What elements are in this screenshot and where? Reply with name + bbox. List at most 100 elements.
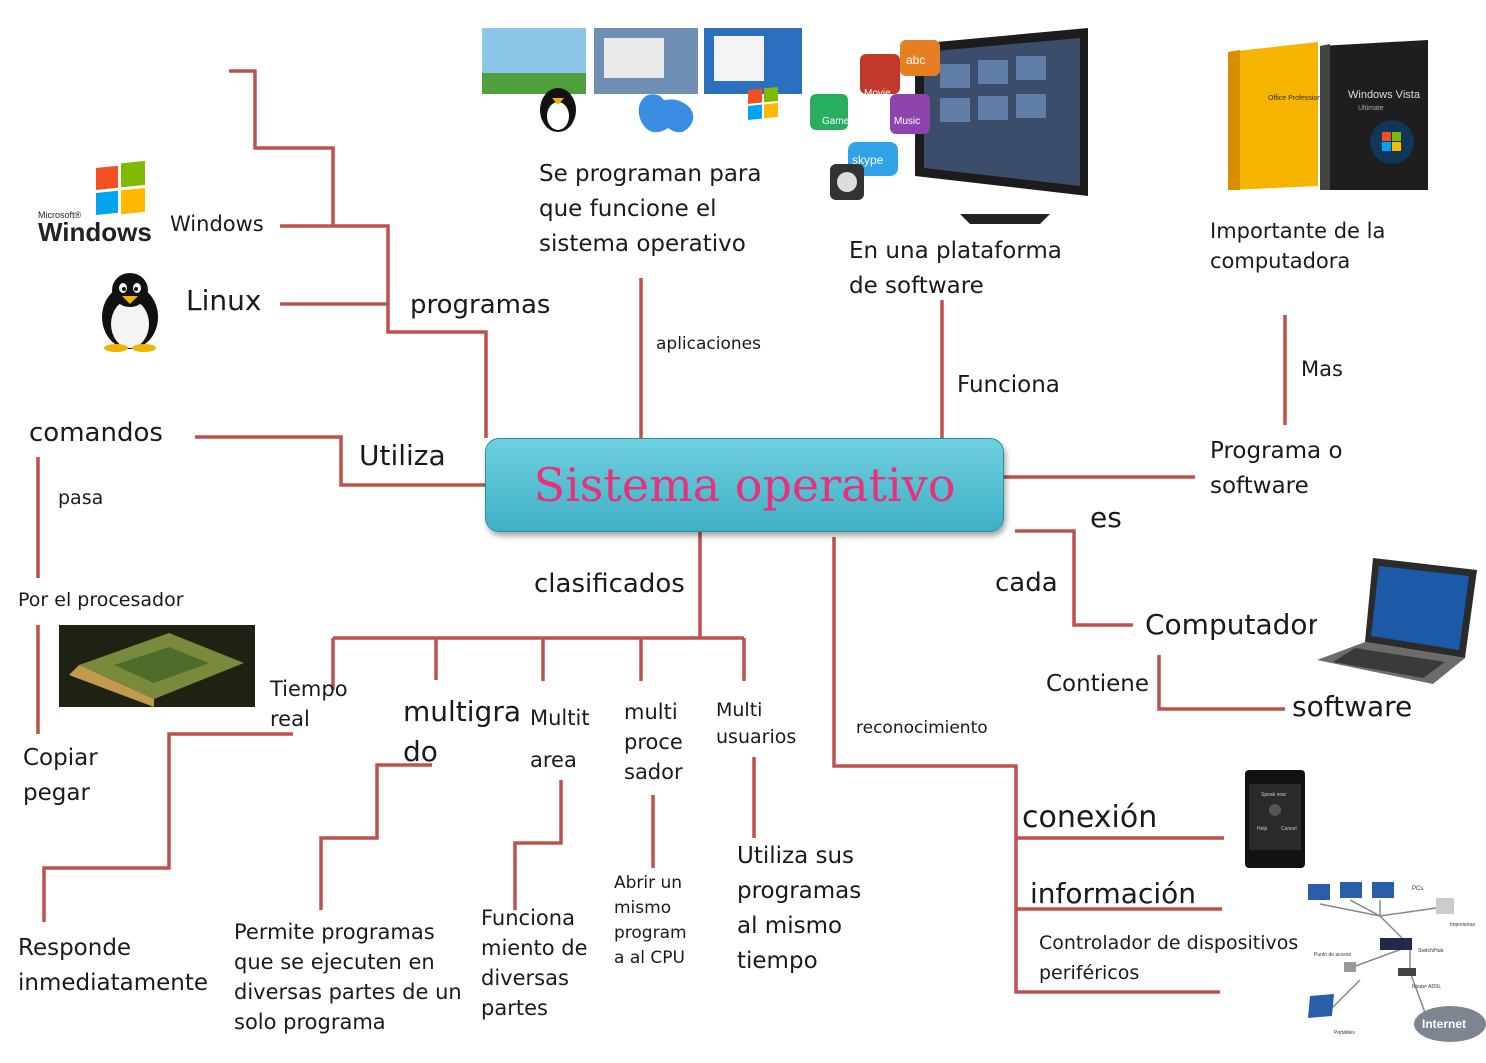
node-tiempo-real: Tiempo real: [270, 674, 348, 734]
importante-line-1: Importante de la: [1210, 219, 1386, 243]
svg-text:Impresoras: Impresoras: [1450, 922, 1476, 928]
node-linux: Linux: [186, 284, 262, 317]
node-contiene: Contiene: [1046, 671, 1149, 697]
copiar-line-1: Copiar: [23, 745, 98, 771]
node-programas: programas: [410, 290, 551, 320]
node-clasificados: clasificados: [534, 569, 685, 599]
controlador-line-1: Controlador de dispositivos: [1039, 932, 1299, 954]
svg-text:Switch/Hub: Switch/Hub: [1418, 948, 1444, 954]
node-funciona: Funciona: [957, 372, 1060, 398]
plataforma-line-1: En una plataforma: [849, 238, 1062, 264]
plataforma-line-2: de software: [849, 273, 984, 299]
node-responde: Responde inmediatamente: [18, 931, 208, 1001]
abrir-line-1: Abrir un: [614, 873, 683, 893]
node-aplicaciones: aplicaciones: [656, 334, 761, 354]
laptop-image: [1317, 558, 1477, 684]
funcionamiento-line-3: diversas: [481, 966, 569, 990]
node-utiliza-sus: Utiliza sus programas al mismo tiempo: [737, 839, 861, 979]
multitarea-line-1: Multit: [530, 706, 590, 730]
funcionamiento-line-1: Funciona: [481, 906, 575, 930]
svg-text:Windows Vista: Windows Vista: [1348, 89, 1421, 101]
responde-line-2: inmediatamente: [18, 970, 209, 996]
svg-text:Ultimate: Ultimate: [1358, 105, 1384, 112]
multigrado-line-2: do: [403, 735, 438, 768]
multigrado-line-1: multigra: [403, 695, 522, 728]
svg-text:Music: Music: [894, 116, 920, 127]
programa-software-line-1: Programa o: [1210, 438, 1343, 464]
connector-funcionamiento: [513, 780, 563, 910]
connector-computadora: [1015, 529, 1133, 627]
permite-line-1: Permite programas: [234, 920, 435, 944]
node-utiliza: Utiliza: [359, 439, 446, 472]
funcionamiento-line-2: miento de: [481, 936, 588, 960]
node-controlador: Controlador de dispositivos periféricos: [1039, 928, 1298, 988]
office-box-text: Office Professional 2007: [1268, 95, 1344, 102]
programa-software-line-2: software: [1210, 473, 1309, 499]
abrir-line-4: a al CPU: [614, 948, 685, 968]
controlador-line-2: periféricos: [1039, 962, 1140, 984]
multiprocesador-line-2: proce: [624, 730, 683, 754]
tux-penguin-icon: [102, 273, 158, 352]
tiempo-real-line-1: Tiempo: [270, 677, 348, 701]
utiliza-sus-line-3: al mismo: [737, 913, 843, 939]
multiusuarios-line-2: usuarios: [716, 726, 797, 748]
node-es: es: [1090, 501, 1122, 534]
connector-comandos: [195, 435, 486, 487]
svg-text:Router ADSL: Router ADSL: [1412, 984, 1441, 990]
svg-text:PCs: PCs: [1412, 886, 1423, 892]
network-diagram-image: PCs Impresoras Switch/Hub Punto de acces…: [1308, 882, 1486, 1042]
node-abrir: Abrir un mismo program a al CPU: [614, 871, 687, 971]
abrir-line-3: program: [614, 923, 687, 943]
node-cada: cada: [995, 568, 1058, 598]
processor-photo: [59, 625, 255, 707]
multitarea-line-2: area: [530, 748, 577, 772]
phone-voice-image: Speak now Help Cancel: [1245, 770, 1305, 868]
multiprocesador-line-3: sador: [624, 760, 683, 784]
importante-line-2: computadora: [1210, 249, 1351, 273]
connector-permite: [319, 763, 432, 910]
se-programan-line-3: sistema operativo: [539, 231, 746, 257]
node-computadora: Computadora: [1145, 608, 1317, 641]
node-multiprocesador: multi proce sador: [624, 697, 683, 787]
tiempo-real-line-2: real: [270, 707, 310, 731]
connector-reconocimiento: [832, 537, 1220, 994]
windows-logo: Microsoft® Windows: [38, 160, 152, 244]
permite-line-4: solo programa: [234, 1010, 386, 1034]
node-multigrado: multigra do: [403, 692, 521, 772]
svg-text:Cancel: Cancel: [1281, 826, 1297, 832]
node-procesador: Por el procesador: [18, 589, 184, 611]
node-windows: Windows: [170, 212, 264, 236]
svg-text:Game: Game: [822, 116, 850, 127]
funcionamiento-line-4: partes: [481, 996, 548, 1020]
abrir-line-2: mismo: [614, 898, 672, 918]
permite-line-2: que se ejecuten en: [234, 950, 435, 974]
svg-text:Help: Help: [1257, 826, 1268, 832]
node-permite: Permite programas que se ejecuten en div…: [234, 917, 462, 1037]
svg-text:Windows: Windows: [38, 217, 152, 244]
svg-text:skype: skype: [852, 153, 884, 167]
svg-text:Internet: Internet: [1422, 1017, 1466, 1031]
multiprocesador-line-1: multi: [624, 700, 678, 724]
software-boxes-image: Office Professional 2007 Windows Vista U…: [1228, 40, 1428, 190]
utiliza-sus-line-2: programas: [737, 878, 862, 904]
node-pasa: pasa: [58, 487, 104, 509]
central-node: Sistema operativo: [485, 438, 1004, 532]
node-informacion: información: [1030, 877, 1197, 910]
windows-logo-text: Microsoft®: [38, 210, 82, 220]
svg-text:Speak now: Speak now: [1261, 792, 1286, 798]
node-reconocimiento: reconocimiento: [856, 718, 988, 738]
copiar-line-2: pegar: [23, 780, 90, 806]
connector-top-bracket: [229, 69, 335, 226]
se-programan-line-2: que funcione el: [539, 196, 717, 222]
multiusuarios-line-1: Multi: [716, 699, 763, 721]
node-plataforma: En una plataforma de software: [849, 234, 1062, 304]
connector-responde: [42, 732, 293, 922]
node-software: software: [1292, 690, 1413, 723]
node-multiusuarios: Multi usuarios: [716, 697, 796, 751]
node-importante: Importante de la computadora: [1210, 216, 1385, 276]
responde-line-1: Responde: [18, 935, 132, 961]
smart-tv-image: Movie Music Game skype abc: [810, 28, 1088, 224]
svg-text:abc: abc: [906, 53, 925, 67]
node-se-programan: Se programan para que funcione el sistem…: [539, 157, 761, 262]
